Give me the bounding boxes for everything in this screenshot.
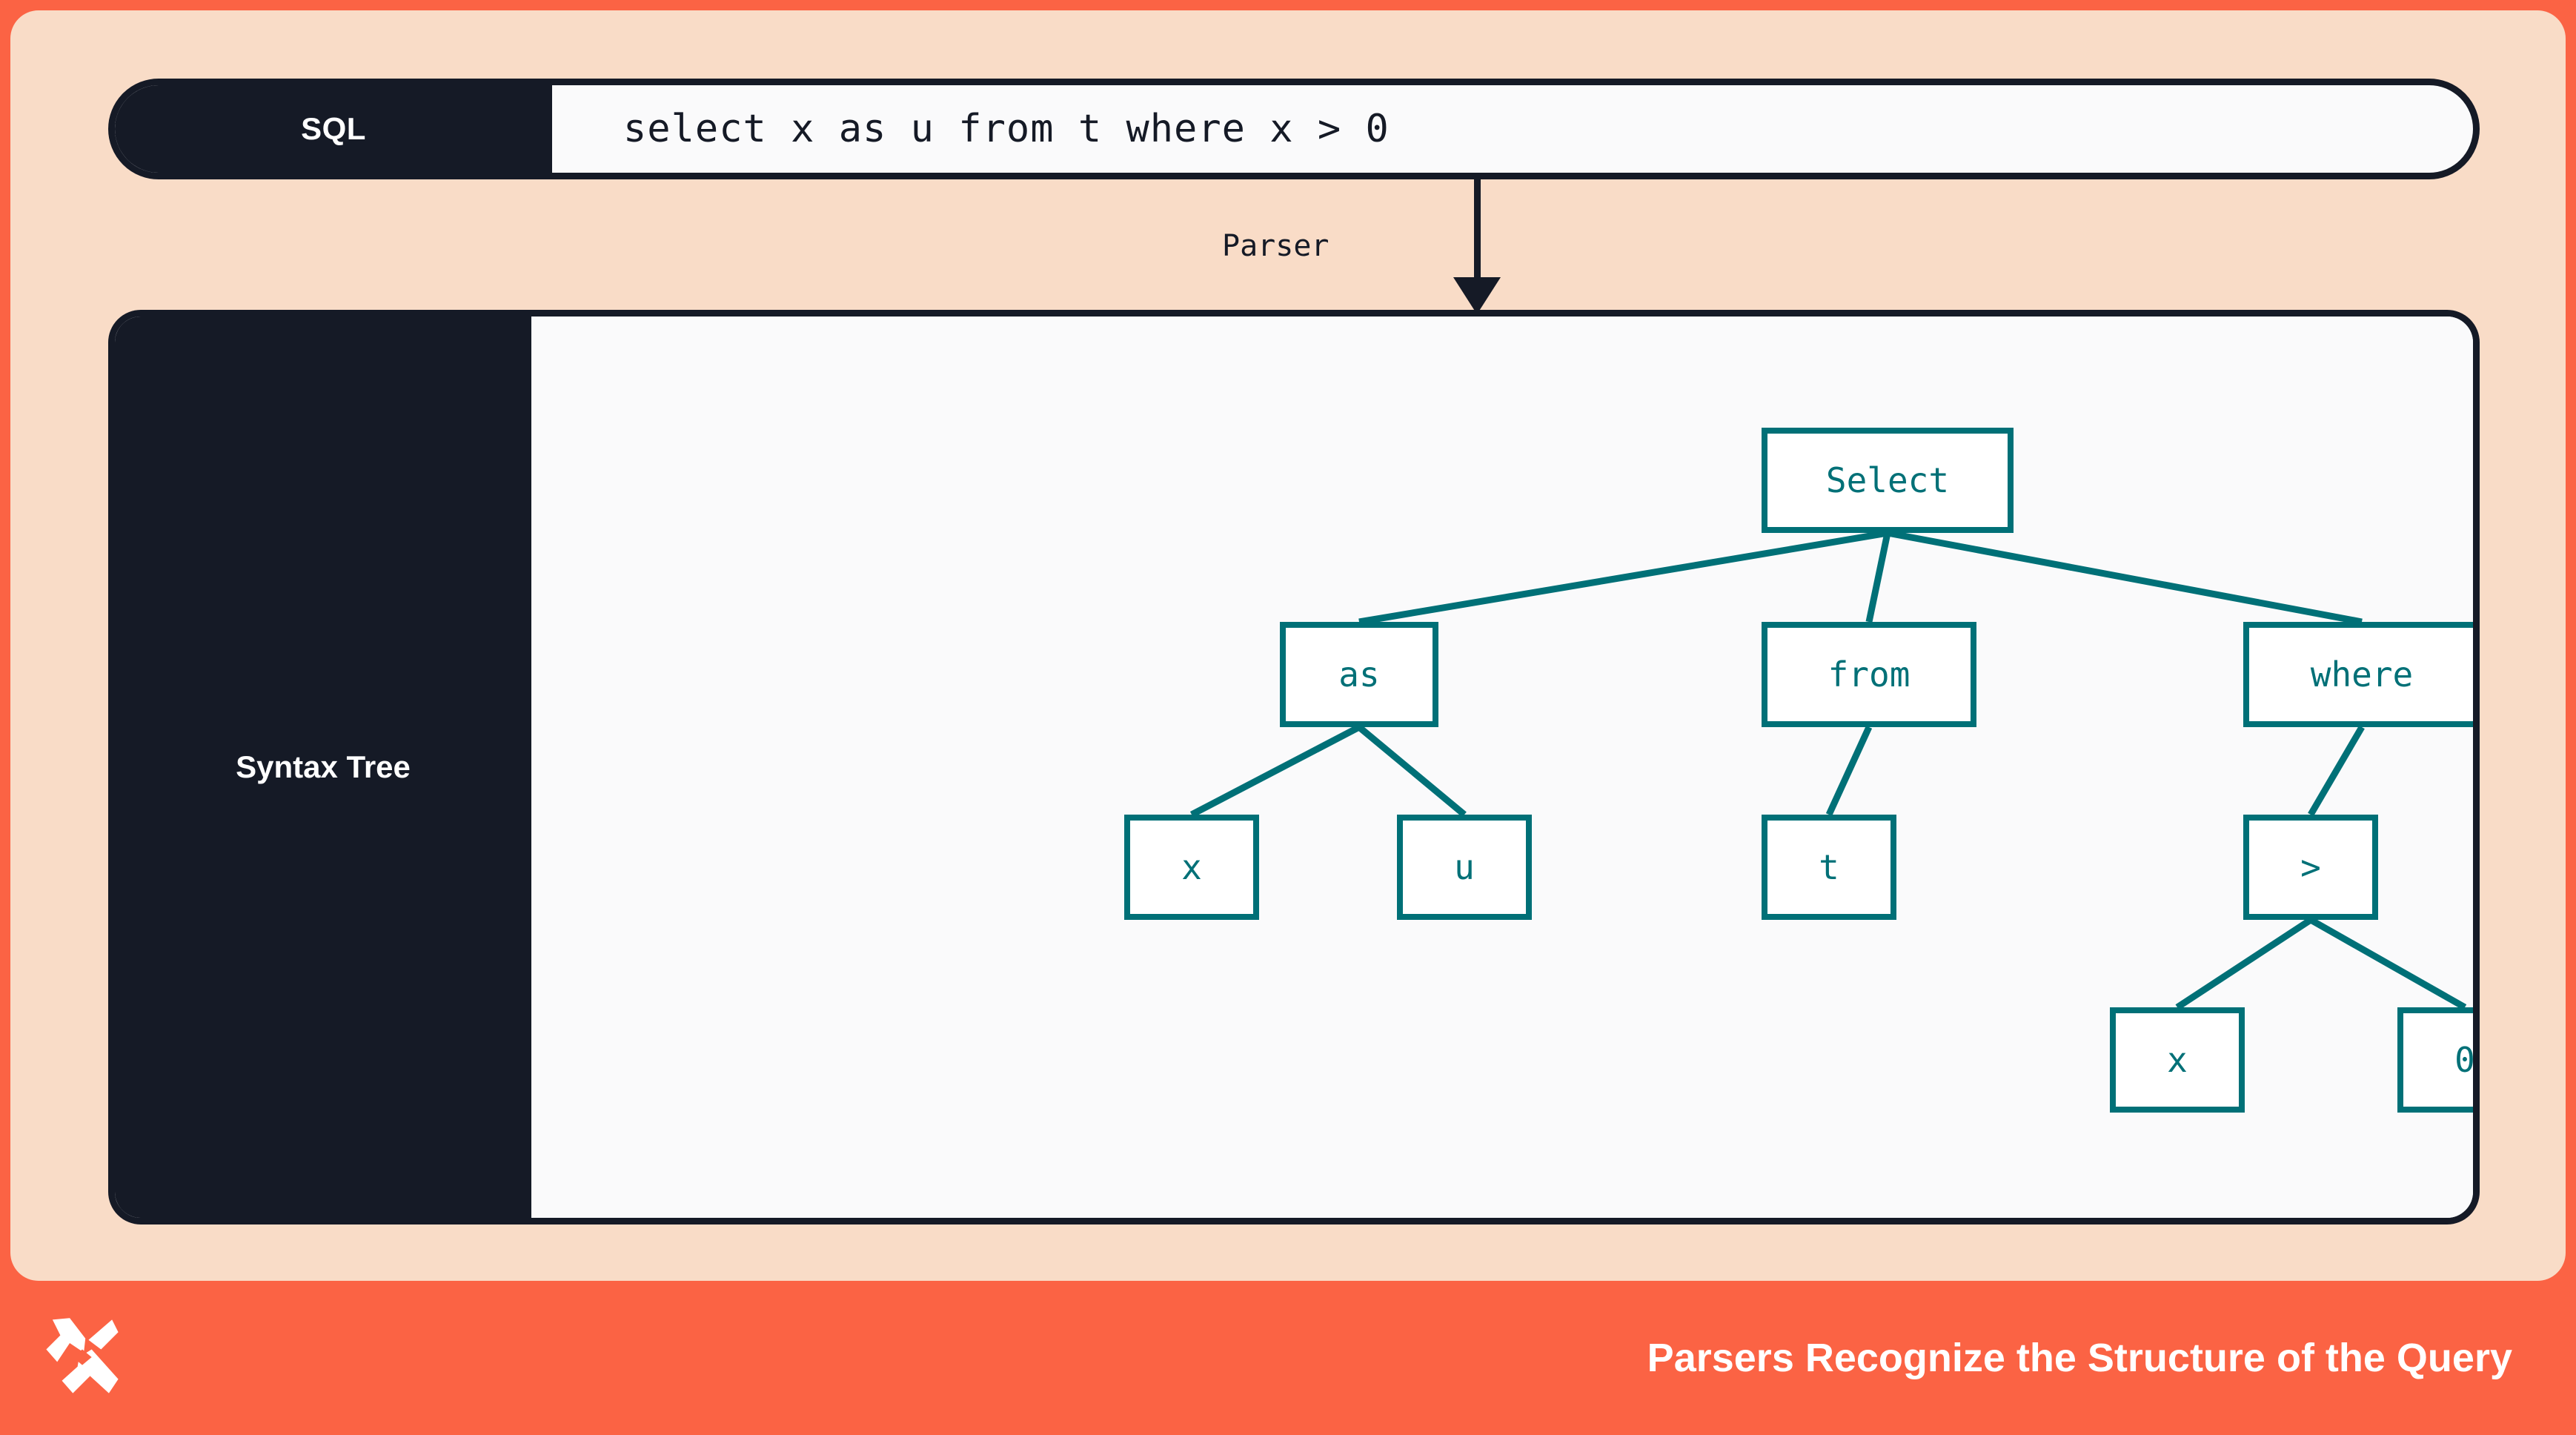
tree-node-label: x [2167,1040,2188,1080]
tree-node-x1[interactable]: x [1124,815,1259,920]
tree-edge-select-as [1358,529,1888,626]
tree-edge-from-t [1825,726,1873,816]
syntax-tree-canvas: Select as from where x u t > x 0 [531,317,2473,1218]
tree-node-where[interactable]: where [2243,622,2473,727]
footer-bar: Parsers Recognize the Structure of the Q… [0,1281,2576,1435]
tree-node-gt[interactable]: > [2243,815,2378,920]
sql-input-row[interactable]: SQL select x as u from t where x > 0 [108,79,2480,179]
tree-node-u[interactable]: u [1397,815,1532,920]
footer-caption: Parsers Recognize the Structure of the Q… [1647,1336,2512,1380]
syntax-tree-label: Syntax Tree [115,317,531,1218]
tree-edge-select-from [1865,532,1891,623]
parser-arrow [1389,179,1537,314]
tree-node-label: > [2300,847,2321,887]
tree-node-x2[interactable]: x [2110,1007,2245,1113]
tree-edge-as-x1 [1189,724,1361,818]
tree-node-label: where [2310,654,2414,695]
parser-step-label: Parser [1222,229,1330,263]
main-card: SQL select x as u from t where x > 0 Par… [10,10,2566,1281]
sql-query-text[interactable]: select x as u from t where x > 0 [623,107,1390,151]
tree-node-as[interactable]: as [1280,622,1438,727]
tree-node-select[interactable]: Select [1762,428,2014,533]
tree-edge-select-where [1887,529,2363,626]
tree-node-label: x [1181,847,1202,887]
tree-node-label: as [1338,654,1380,695]
tree-edge-where-gt [2308,725,2365,817]
tree-node-label: Select [1825,460,1950,500]
tree-edge-gt-zero [2308,917,2467,1010]
tree-node-label: t [1819,847,1839,887]
tree-node-zero[interactable]: 0 [2397,1007,2475,1113]
tree-node-label: from [1828,654,1911,695]
tree-node-from[interactable]: from [1762,622,1976,727]
tree-edge-as-u [1357,724,1467,818]
tree-node-label: 0 [2454,1040,2475,1080]
tree-edge-gt-x2 [2175,917,2313,1010]
x-mark-logo-icon [46,1318,119,1393]
tree-node-label: u [1454,847,1475,887]
sql-row-label: SQL [115,85,552,173]
syntax-tree-panel: Syntax Tree Select as from where x u t > x 0 [108,310,2480,1224]
tree-node-t[interactable]: t [1762,815,1896,920]
down-arrow-icon [1453,277,1501,314]
arrow-shaft-icon [1474,179,1481,287]
